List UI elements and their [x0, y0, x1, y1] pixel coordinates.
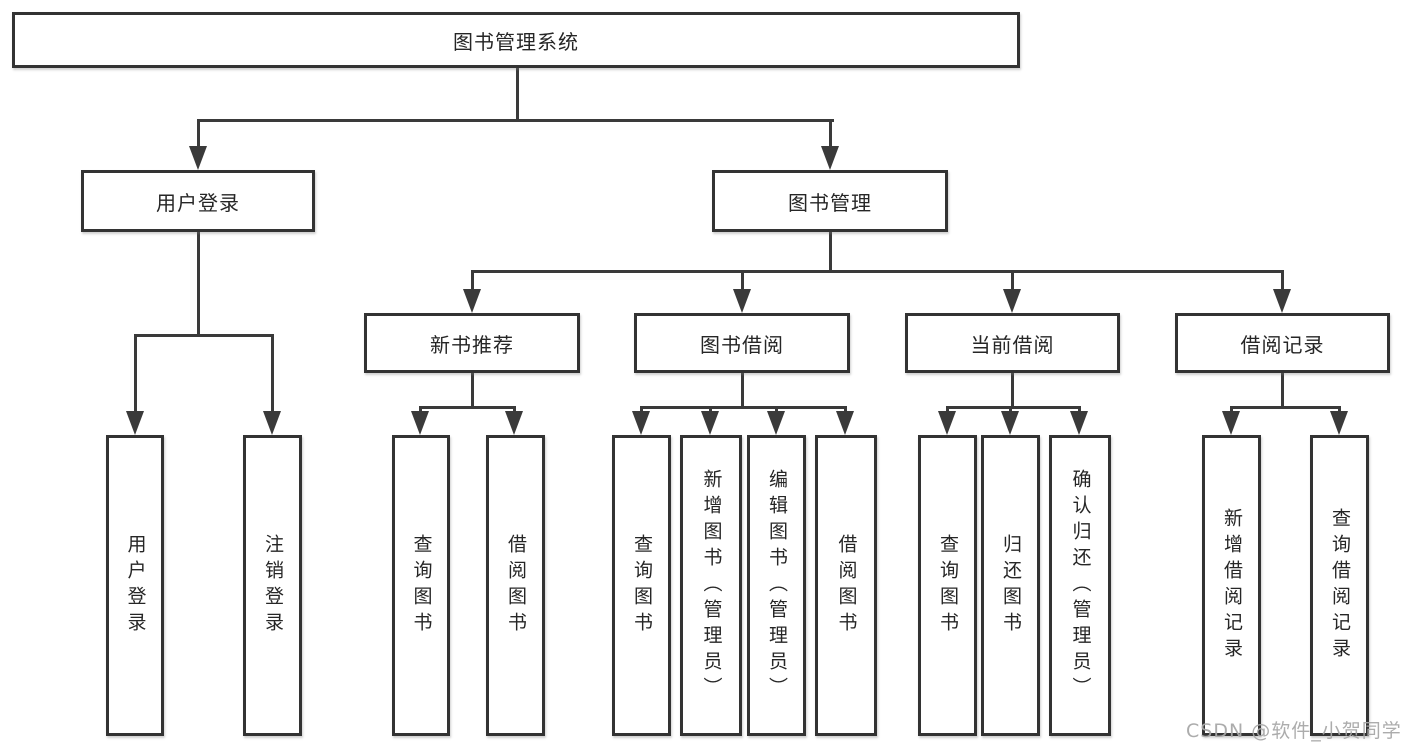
connector-user-login-stem [197, 232, 200, 337]
node-root-label: 图书管理系统 [453, 29, 579, 54]
connector-current-borrow-stem [1011, 373, 1014, 409]
leaf-add-borrow-record-label: 新增借阅记录 [1221, 507, 1243, 664]
connector-drop-query-books-current [946, 406, 949, 414]
connector-drop-new-book-recommend [471, 270, 474, 292]
connector-new-book-recommend-rail [419, 406, 516, 409]
connector-book-borrow-stem [741, 373, 744, 409]
leaf-edit-books-admin-label: 编辑图书（管理员） [766, 468, 788, 703]
leaf-edit-books-admin: 编辑图书（管理员） [747, 435, 806, 736]
arrowhead-return-books [1001, 411, 1019, 435]
connector-drop-query-borrow-record [1338, 406, 1341, 414]
leaf-borrow-books-label: 借阅图书 [835, 533, 858, 638]
leaf-user-login: 用户登录 [106, 435, 164, 736]
leaf-borrow-books-recommend: 借阅图书 [486, 435, 545, 736]
connector-drop-leaf-logout [271, 334, 274, 412]
node-new-book-recommend-label: 新书推荐 [430, 332, 514, 357]
connector-drop-book-borrow [741, 270, 744, 292]
connector-current-borrow-rail [946, 406, 1080, 409]
arrowhead-borrow-books-recommend [505, 411, 523, 435]
arrowhead-confirm-return-admin [1070, 411, 1088, 435]
node-current-borrow: 当前借阅 [905, 313, 1120, 373]
node-borrow-record-label: 借阅记录 [1240, 332, 1325, 357]
csdn-watermark: CSDN @软件_小贺同学 [1186, 720, 1402, 742]
leaf-borrow-books: 借阅图书 [815, 435, 877, 736]
node-user-login-label: 用户登录 [156, 190, 240, 215]
leaf-return-books-label: 归还图书 [1000, 533, 1022, 638]
arrowhead-add-books-admin [701, 411, 719, 435]
node-user-login: 用户登录 [81, 170, 315, 232]
arrowhead-book-borrow [733, 289, 751, 313]
connector-drop-borrow-record [1281, 270, 1284, 292]
leaf-return-books: 归还图书 [981, 435, 1040, 736]
leaf-query-borrow-record: 查询借阅记录 [1310, 435, 1369, 736]
node-borrow-record: 借阅记录 [1175, 313, 1390, 373]
node-book-management: 图书管理 [712, 170, 948, 232]
arrowhead-add-borrow-record [1222, 411, 1240, 435]
connector-drop-leaf-user-login [134, 334, 137, 412]
connector-drop-confirm-return-admin [1078, 406, 1081, 414]
leaf-confirm-return-admin-label: 确认归还（管理员） [1069, 468, 1092, 703]
connector-new-book-recommend-stem [471, 373, 474, 409]
leaf-confirm-return-admin: 确认归还（管理员） [1049, 435, 1111, 736]
connector-drop-add-books-admin [709, 406, 712, 414]
arrowhead-edit-books-admin [767, 411, 785, 435]
connector-book-borrow-rail [640, 406, 845, 409]
leaf-query-books-current: 查询图书 [918, 435, 977, 736]
leaf-query-books-borrow: 查询图书 [612, 435, 671, 736]
connector-drop-add-borrow-record [1230, 406, 1233, 414]
arrowhead-borrow-record [1273, 289, 1291, 313]
connector-drop-current-borrow [1011, 270, 1014, 292]
connector-root-stem [516, 68, 519, 122]
arrowhead-leaf-logout [263, 411, 281, 435]
connector-drop-return-books [1009, 406, 1012, 414]
leaf-logout-label: 注销登录 [262, 533, 284, 638]
connector-drop-user-login [197, 119, 200, 149]
connector-user-login-rail [134, 334, 274, 337]
node-root: 图书管理系统 [12, 12, 1020, 68]
connector-drop-query-books-recommend [419, 406, 422, 414]
node-book-borrow-label: 图书借阅 [700, 332, 784, 357]
arrowhead-current-borrow [1003, 289, 1021, 313]
connector-drop-edit-books-admin [775, 406, 778, 414]
arrowhead-query-books-borrow [632, 411, 650, 435]
connector-drop-borrow-books [844, 406, 847, 414]
connector-drop-book-management [829, 119, 832, 149]
node-new-book-recommend: 新书推荐 [364, 313, 580, 373]
arrowhead-new-book-recommend [463, 289, 481, 313]
leaf-user-login-label: 用户登录 [124, 533, 147, 638]
arrowhead-borrow-books [836, 411, 854, 435]
leaf-query-books-current-label: 查询图书 [937, 533, 959, 638]
connector-borrow-record-rail [1230, 406, 1339, 409]
connector-borrow-record-stem [1281, 373, 1284, 409]
arrowhead-user-login [189, 146, 207, 170]
node-book-borrow: 图书借阅 [634, 313, 850, 373]
connector-drop-borrow-books-recommend [513, 406, 516, 414]
node-book-management-label: 图书管理 [788, 190, 872, 215]
arrowhead-book-management [821, 146, 839, 170]
leaf-add-books-admin-label: 新增图书（管理员） [700, 468, 723, 703]
leaf-add-borrow-record: 新增借阅记录 [1202, 435, 1261, 736]
connector-book-management-rail [471, 270, 1284, 273]
connector-root-rail [197, 119, 834, 122]
leaf-add-books-admin: 新增图书（管理员） [680, 435, 742, 736]
connector-drop-query-books-borrow [640, 406, 643, 414]
arrowhead-query-books-recommend [411, 411, 429, 435]
connector-book-management-stem [829, 232, 832, 273]
leaf-query-borrow-record-label: 查询借阅记录 [1329, 507, 1351, 664]
arrowhead-leaf-user-login [126, 411, 144, 435]
leaf-query-books-recommend: 查询图书 [392, 435, 450, 736]
node-current-borrow-label: 当前借阅 [970, 332, 1055, 357]
arrowhead-query-books-current [938, 411, 956, 435]
leaf-query-books-borrow-label: 查询图书 [631, 533, 653, 638]
arrowhead-query-borrow-record [1330, 411, 1348, 435]
leaf-logout: 注销登录 [243, 435, 302, 736]
leaf-query-books-recommend-label: 查询图书 [410, 533, 433, 638]
leaf-borrow-books-recommend-label: 借阅图书 [505, 533, 527, 638]
